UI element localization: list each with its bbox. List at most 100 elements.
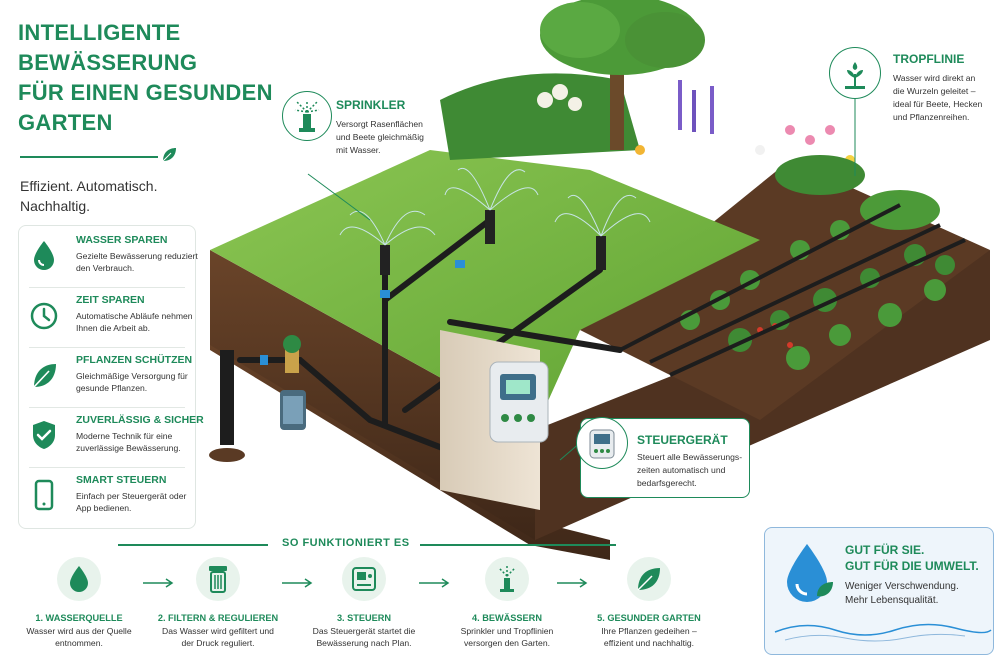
leaf-icon bbox=[33, 364, 56, 388]
sprinkler-callout-icon-frame bbox=[282, 91, 332, 141]
lawn bbox=[210, 150, 760, 430]
benefits-panel: WASSER SPAREN Gezielte Bewässerung reduz… bbox=[18, 225, 204, 529]
step-title: 5. GESUNDER GARTEN bbox=[597, 613, 701, 623]
step-desc-line: Bewässerung nach Plan. bbox=[316, 638, 412, 648]
step-title: 4. BEWÄSSERN bbox=[472, 613, 542, 623]
soil-layer bbox=[210, 320, 610, 560]
title-line-1: INTELLIGENTE bbox=[18, 20, 181, 45]
arrow-right-icon bbox=[557, 578, 588, 588]
tagline-line-1: Effizient. Automatisch. bbox=[20, 178, 158, 194]
flower-cluster bbox=[537, 80, 940, 230]
step-gesunder-garten: 5. GESUNDER GARTEN Ihre Pflanzen gedeihe… bbox=[579, 557, 719, 649]
benefit-item-wasser-sparen: WASSER SPAREN Gezielte Bewässerung reduz… bbox=[19, 230, 198, 288]
hedge bbox=[440, 73, 640, 160]
callout-desc-line: Versorgt Rasenflächen bbox=[336, 119, 423, 129]
step-desc: Wasser wird aus der Quelle entnommen. bbox=[9, 625, 149, 649]
step-icon-frame bbox=[342, 557, 386, 601]
benefit-desc: Gezielte Bewässerung reduziert den Verbr… bbox=[76, 251, 198, 273]
title-line-2: BEWÄSSERUNG bbox=[18, 50, 198, 75]
callout-desc-line: zeiten automatisch und bbox=[637, 465, 726, 475]
leaf-icon bbox=[637, 568, 660, 591]
sprinkler-icon bbox=[294, 100, 320, 132]
callout-desc-line: bedarfsgerecht. bbox=[637, 478, 697, 488]
how-divider-right bbox=[420, 544, 616, 546]
divider bbox=[29, 347, 185, 348]
smartphone-icon bbox=[34, 479, 54, 511]
eco-desc-line: Weniger Verschwendung. bbox=[845, 581, 959, 592]
tree-crown-part bbox=[540, 2, 620, 58]
step-desc-line: der Druck reguliert. bbox=[181, 638, 255, 648]
callout-desc-line: Steuert alle Bewässerungs- bbox=[637, 452, 743, 462]
garden-illustration bbox=[209, 0, 990, 560]
divider bbox=[29, 287, 185, 288]
tagline: Effizient. Automatisch. Nachhaltig. bbox=[20, 176, 220, 216]
arrow-right-icon bbox=[282, 578, 313, 588]
clock-icon bbox=[30, 302, 58, 330]
valve-filter-assembly bbox=[209, 335, 306, 462]
sprinkler-icon bbox=[498, 566, 516, 592]
benefit-title: PFLANZEN SCHÜTZEN bbox=[76, 354, 193, 366]
filter-icon bbox=[209, 566, 227, 593]
callout-desc-line: und Beete gleichmäßig bbox=[336, 132, 424, 142]
wave-decoration bbox=[774, 623, 992, 642]
tropflinie-callout-desc: Wasser wird direkt an die Wurzeln geleit… bbox=[893, 72, 1003, 124]
drip-plant-icon bbox=[845, 62, 865, 89]
step-bewaessern: 4. BEWÄSSERN Sprinkler und Tropflinien v… bbox=[437, 557, 577, 649]
step-title: 3. STEUERN bbox=[336, 613, 392, 623]
title-line-3: FÜR EINEN GESUNDEN bbox=[18, 80, 273, 105]
step-desc-line: effizient und nachhaltig. bbox=[603, 638, 695, 648]
leaf-icon bbox=[162, 148, 176, 162]
benefit-title: WASSER SPAREN bbox=[76, 234, 168, 246]
step-desc-line: Das Steuergerät startet die bbox=[312, 626, 416, 636]
benefit-item-zuverlaessig: ZUVERLÄSSIG & SICHER Moderne Technik für… bbox=[19, 410, 204, 468]
eco-desc-line: Mehr Lebensqualität. bbox=[845, 595, 939, 606]
tagline-line-2: Nachhaltig. bbox=[20, 198, 91, 214]
tree-crown-part bbox=[625, 12, 705, 68]
step-title: 2. FILTERN & REGULIEREN bbox=[157, 613, 279, 623]
controller-device bbox=[489, 361, 549, 443]
water-drop-icon bbox=[34, 241, 54, 270]
step-title: 1. WASSERQUELLE bbox=[35, 613, 123, 623]
water-spray bbox=[339, 167, 651, 246]
step-desc-line: Ihre Pflanzen gedeihen – bbox=[601, 626, 697, 636]
benefit-title: ZUVERLÄSSIG & SICHER bbox=[76, 414, 204, 426]
benefit-desc: Moderne Technik für eine zuverlässige Be… bbox=[76, 431, 181, 453]
title-divider bbox=[20, 156, 158, 158]
step-desc-line: versorgen den Garten. bbox=[464, 638, 550, 648]
arrow-right-icon bbox=[143, 578, 174, 588]
step-icon-frame bbox=[485, 557, 529, 601]
benefit-item-smart-steuern: SMART STEUERN Einfach per Steuergerät od… bbox=[19, 470, 195, 528]
controller-icon bbox=[352, 567, 376, 591]
benefit-desc: Gleichmäßige Versorgung für gesunde Pfla… bbox=[76, 371, 188, 393]
sprinkler-callout-desc: Versorgt Rasenflächen und Beete gleichmä… bbox=[336, 118, 466, 157]
callout-desc-line: und Pflanzenreihen. bbox=[893, 112, 970, 122]
callout-desc-line: ideal für Beete, Hecken bbox=[893, 99, 983, 109]
eco-title: GUT FÜR SIE. GUT FÜR DIE UMWELT. bbox=[845, 542, 979, 574]
eco-desc: Weniger Verschwendung. Mehr Lebensqualit… bbox=[845, 580, 959, 608]
tropflinie-callout-title: TROPFLINIE bbox=[893, 52, 965, 66]
step-wasserquelle: 1. WASSERQUELLE Wasser wird aus der Quel… bbox=[9, 557, 149, 649]
benefit-item-zeit-sparen: ZEIT SPAREN Automatische Abläufe nehmen … bbox=[19, 290, 195, 348]
shield-check-icon bbox=[33, 421, 55, 449]
step-icon-frame bbox=[57, 557, 101, 601]
how-section-title: SO FUNKTIONIERT ES bbox=[282, 537, 410, 549]
step-desc: Sprinkler und Tropflinien versorgen den … bbox=[437, 625, 577, 649]
arrow-right-icon bbox=[419, 578, 450, 588]
eco-title-line: GUT FÜR DIE UMWELT. bbox=[845, 559, 979, 573]
water-drop-icon bbox=[70, 566, 88, 592]
water-drop-icon bbox=[787, 544, 833, 602]
title-line-4: GARTEN bbox=[18, 110, 113, 135]
benefit-title: ZEIT SPAREN bbox=[76, 294, 145, 306]
step-steuern: 3. STEUERN Das Steuergerät startet die B… bbox=[294, 557, 434, 649]
drip-lines bbox=[619, 203, 966, 377]
callout-desc-line: Wasser wird direkt an bbox=[893, 73, 976, 83]
step-desc-line: Wasser wird aus der Quelle bbox=[26, 626, 132, 636]
sprinkler-heads bbox=[380, 210, 606, 275]
divider bbox=[29, 407, 185, 408]
step-desc-line: entnommen. bbox=[55, 638, 103, 648]
page-title: INTELLIGENTE BEWÄSSERUNG FÜR EINEN GESUN… bbox=[18, 18, 288, 138]
steuergeraet-callout-title: STEUERGERÄT bbox=[637, 433, 728, 447]
benefit-desc: Einfach per Steuergerät oder App bediene… bbox=[76, 491, 187, 513]
steuergeraet-callout-desc: Steuert alle Bewässerungs- zeiten automa… bbox=[637, 451, 749, 490]
callout-desc-line: die Wurzeln geleitet – bbox=[893, 86, 976, 96]
